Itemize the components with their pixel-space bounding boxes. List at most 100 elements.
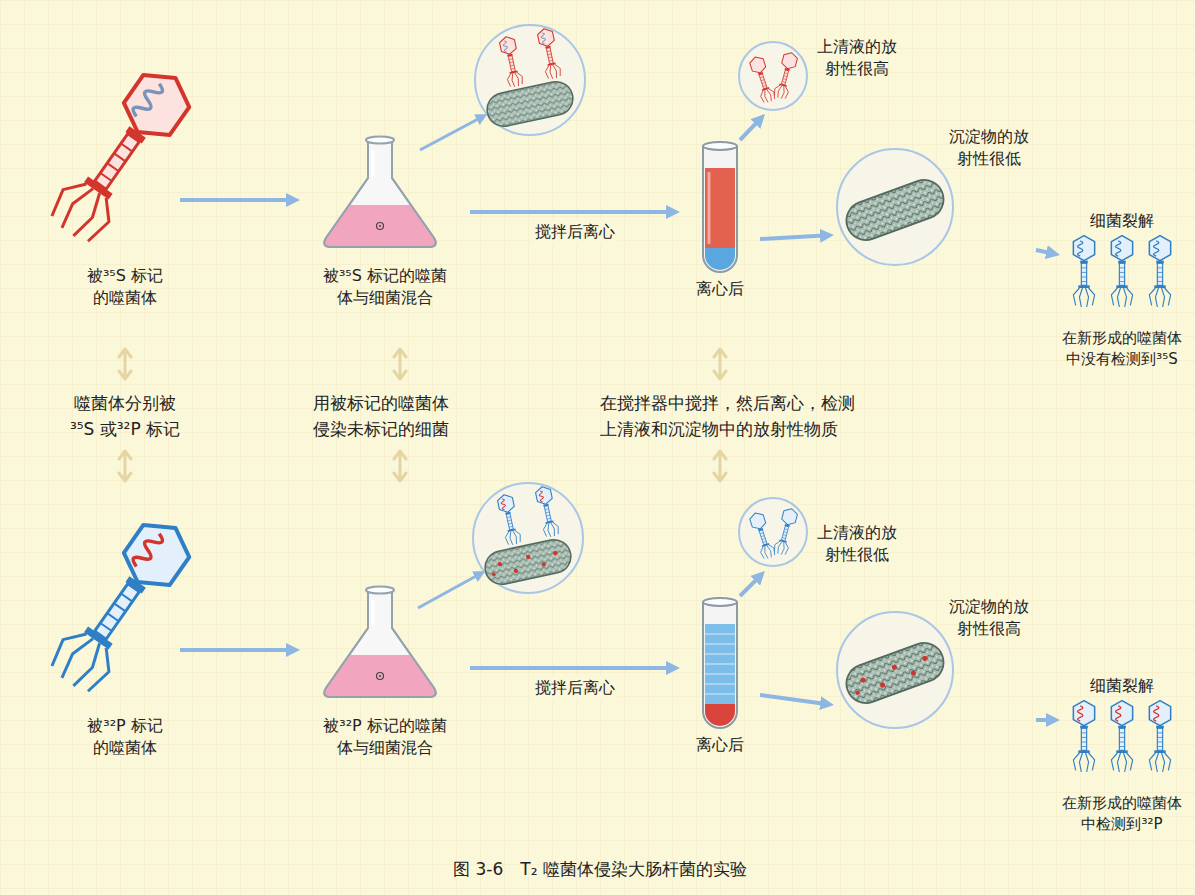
tube-figure: 离心后 <box>680 140 760 305</box>
node-label: 离心后 <box>680 278 760 300</box>
pellet-figure: 沉淀物的放射性很高 <box>834 592 1036 742</box>
infection-zoom <box>475 25 585 135</box>
infection-zoom <box>484 79 576 130</box>
node-caption: 在新形成的噬菌体中检测到³²P <box>1060 793 1184 834</box>
centrifuge-tube <box>705 248 735 270</box>
supernatant-zoom <box>749 511 777 560</box>
supernatant-zoom <box>773 51 799 100</box>
flask-figure: 被³²P 标记的噬菌体与细菌混合 <box>300 580 470 770</box>
supernatant-zoom <box>773 507 799 556</box>
lysis-figure: 细菌裂解在新形成的噬菌体中检测到³²P <box>1060 675 1184 843</box>
node-label: 被³²P 标记的噬菌体 <box>81 715 169 759</box>
centrifuge-tube <box>703 598 737 606</box>
node-label: 沉淀物的放射性很高 <box>946 596 1032 640</box>
pellet-zoom <box>837 612 953 728</box>
centrifuge-tube <box>705 634 735 694</box>
node-label: 细菌裂解 <box>1060 675 1184 697</box>
centrifuge-tube <box>705 704 735 726</box>
step-note: 在搅拌器中搅拌，然后离心，检测上清液和沉淀物中的放射性物质 <box>600 390 865 443</box>
infection-zoom <box>499 35 524 88</box>
pellet-figure: 沉淀物的放射性很低 <box>834 122 1036 272</box>
node-label: 上清液的放射性很高 <box>814 36 900 80</box>
labelled-phage <box>45 512 199 698</box>
row-link-arrows <box>714 451 726 481</box>
supernatant-figure: 上清液的放射性很低 <box>738 486 904 571</box>
row-link-arrows <box>119 451 131 481</box>
pellet-zoom <box>837 149 953 265</box>
labelled-phage <box>45 62 199 248</box>
culture-flask <box>324 587 435 698</box>
pellet-zoom <box>837 149 953 265</box>
pellet-zoom <box>837 612 953 728</box>
flow-arrow <box>740 121 758 140</box>
infection-zoom <box>482 537 574 588</box>
row-link-arrows <box>394 451 406 481</box>
centrifuge-tube <box>703 142 737 272</box>
flow-arrow <box>1036 718 1050 722</box>
node-label: 沉淀物的放射性很低 <box>946 126 1032 170</box>
centrifuge-tube <box>703 598 737 728</box>
node-label: 细菌裂解 <box>1060 210 1184 232</box>
flow-arrow <box>180 198 290 202</box>
supernatant-zoom <box>739 42 807 110</box>
pellet-zoom <box>841 637 949 708</box>
offspring-phages <box>1073 701 1170 772</box>
supernatant-figure: 上清液的放射性很高 <box>738 28 904 114</box>
culture-flask <box>324 137 435 248</box>
flow-arrow <box>760 695 824 704</box>
offspring-phages <box>1149 701 1170 772</box>
row-link-arrows <box>394 349 406 379</box>
zoom-arrow <box>420 118 480 150</box>
offspring-phages <box>1111 701 1132 772</box>
arrow-label: 搅拌后离心 <box>532 220 618 245</box>
offspring-phages <box>1149 236 1170 307</box>
centrifuge-tube <box>705 168 735 248</box>
flow-arrow <box>760 236 824 239</box>
centrifuge-tube <box>703 146 737 272</box>
figure-caption: 图 3-6 T₂ 噬菌体侵染大肠杆菌的实验 <box>380 856 820 882</box>
phage-figure: 被³⁵S 标记的噬菌体 <box>70 50 180 320</box>
infection-zoom <box>473 483 583 593</box>
centrifuge-tube <box>703 142 737 150</box>
infection-zoom <box>475 25 585 135</box>
supernatant-zoom <box>739 498 807 566</box>
row-link-arrows <box>119 349 131 379</box>
offspring-phages <box>1073 236 1170 307</box>
row-link-arrows <box>119 349 726 481</box>
node-caption: 在新形成的噬菌体中没有检测到³⁵S <box>1060 328 1184 369</box>
node-label: 被³⁵S 标记的噬菌体 <box>81 265 169 309</box>
row-link-arrows <box>714 349 726 379</box>
arrow-label: 搅拌后离心 <box>532 676 618 701</box>
supernatant-zoom <box>739 42 807 110</box>
offspring-phages <box>1073 236 1094 307</box>
infection-zoom <box>537 27 562 80</box>
centrifuge-tube <box>703 602 737 728</box>
offspring-phages <box>1073 701 1094 772</box>
node-label: 上清液的放射性很低 <box>814 522 900 566</box>
infection-zoom <box>535 485 560 538</box>
node-label: 被³²P 标记的噬菌体与细菌混合 <box>320 715 450 759</box>
offspring-phages <box>1111 236 1132 307</box>
centrifuge-tube <box>705 624 735 704</box>
phage-figure: 被³²P 标记的噬菌体 <box>70 500 180 770</box>
flow-arrow <box>740 578 758 596</box>
infection-zoom <box>473 483 583 593</box>
flow-arrow <box>470 210 670 214</box>
node-label: 被³⁵S 标记的噬菌体与细菌混合 <box>320 265 450 309</box>
zoom-arrow <box>418 575 478 608</box>
step-note: 用被标记的噬菌体侵染未标记的细菌 <box>310 390 452 443</box>
tube-figure: 离心后 <box>680 596 760 761</box>
supernatant-zoom <box>749 55 777 104</box>
step-note: 噬菌体分别被³⁵S 或³²P 标记 <box>65 390 185 443</box>
node-label: 离心后 <box>680 734 760 756</box>
lysis-figure: 细菌裂解在新形成的噬菌体中没有检测到³⁵S <box>1060 210 1184 378</box>
flow-arrow <box>470 666 670 670</box>
supernatant-zoom <box>739 498 807 566</box>
centrifuge-tube <box>708 172 711 244</box>
flow-arrow <box>180 648 290 652</box>
flow-arrow <box>1036 250 1050 253</box>
pellet-zoom <box>841 174 949 245</box>
